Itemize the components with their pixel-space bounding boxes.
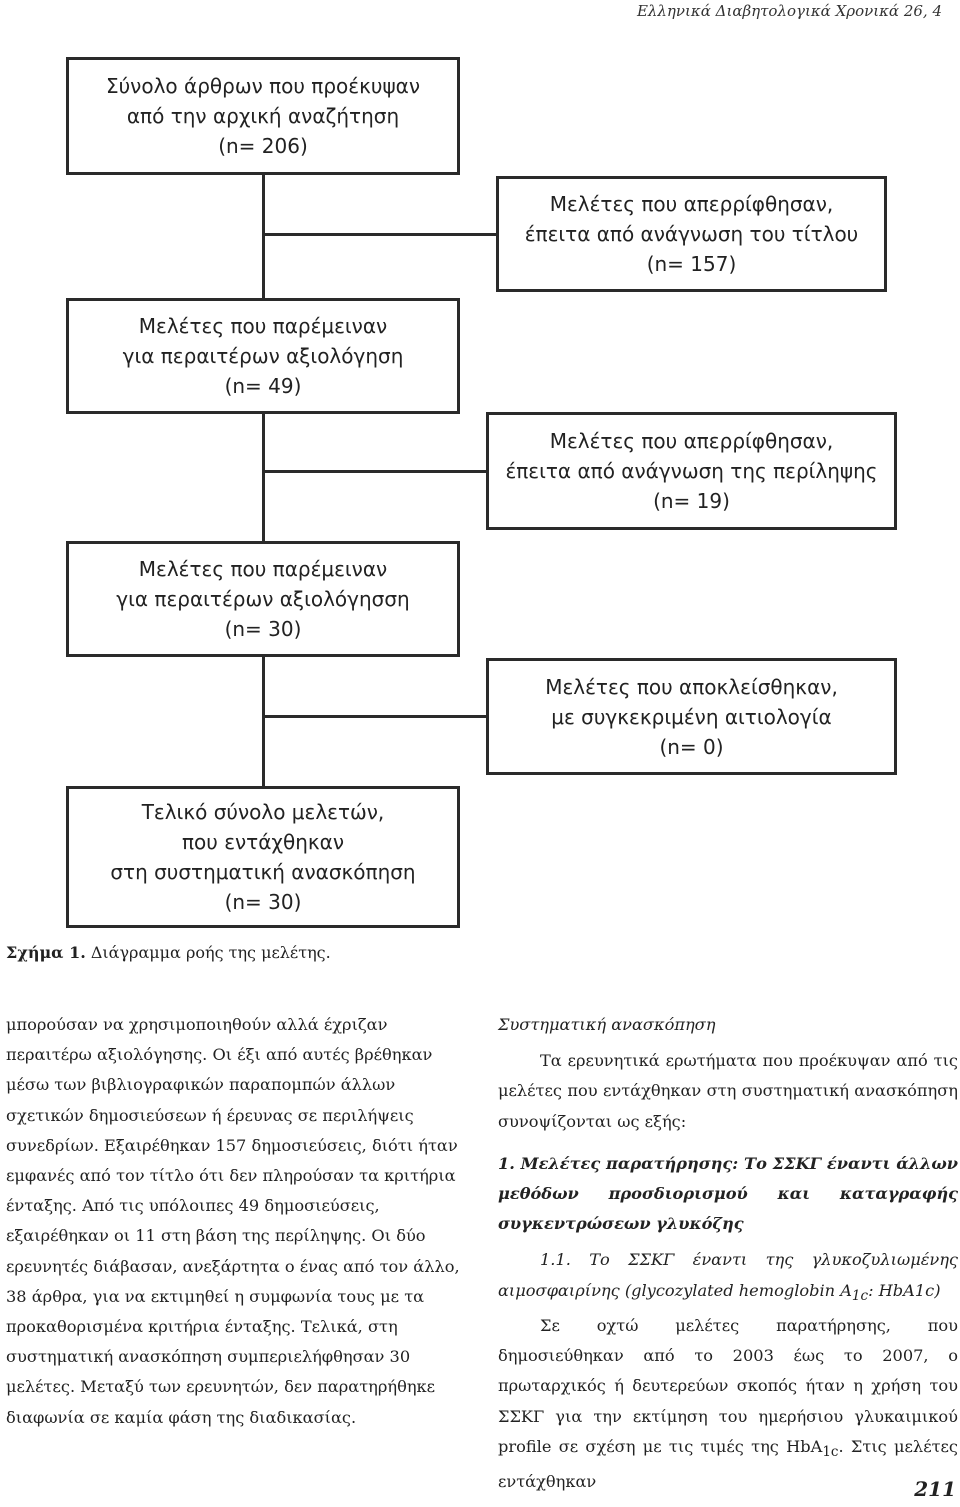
connector-2-branch	[262, 470, 486, 473]
page-number: 211	[914, 1477, 956, 1501]
box-remaining-49: Μελέτες που παρέμειναν για περαιτέρων αξ…	[66, 298, 460, 414]
box-line: Μελέτες που απερρίφθησαν,	[549, 429, 834, 453]
box-line: (n= 206)	[218, 134, 308, 158]
box-line: (n= 30)	[224, 617, 302, 641]
subheading-text-end: : HbA1c)	[868, 1280, 941, 1300]
box-final-total: Τελικό σύνολο μελετών, που εντάχθηκαν στ…	[66, 786, 460, 928]
box-line: Μελέτες που αποκλείσθηκαν,	[545, 674, 838, 699]
box-line: Μελέτες που παρέμειναν	[138, 557, 388, 581]
connector-3-branch	[262, 715, 486, 718]
caption-label: Σχήμα 1.	[6, 943, 86, 962]
box-remaining-30: Μελέτες που παρέμειναν για περαιτέρων αξ…	[66, 541, 460, 657]
paragraph-subscript: 1c	[822, 1444, 839, 1461]
paragraph-text-end: . Στις μελέτες εντάχθηκαν	[498, 1436, 958, 1492]
caption-text: Διάγραμμα ροής της μελέτης.	[85, 943, 331, 962]
box-line: Μελέτες που απερρίφθησαν,	[549, 192, 834, 216]
body-paragraph: μπορούσαν να χρησιμοποιηθούν αλλά έχριζα…	[6, 1015, 460, 1427]
connector-3	[262, 657, 265, 786]
paragraph-text: Σε οχτώ μελέτες παρατήρησης, που δημοσιε…	[498, 1316, 958, 1456]
connector-2	[262, 414, 265, 541]
box-line: (n= 49)	[224, 374, 302, 398]
box-line: (n= 157)	[646, 252, 737, 276]
left-column: μπορούσαν να χρησιμοποιηθούν αλλά έχριζα…	[6, 1010, 462, 1433]
box-excluded-reason: Μελέτες που αποκλείσθηκαν, με συγκεκριμέ…	[486, 658, 897, 775]
figure-caption: Σχήμα 1. Διάγραμμα ροής της μελέτης.	[6, 943, 331, 962]
box-line: έπειτα από ανάγνωση του τίτλου	[524, 222, 859, 246]
journal-header: Ελληνικά Διαβητολογικά Χρονικά 26, 4	[636, 2, 942, 20]
box-excluded-abstract: Μελέτες που απερρίφθησαν, έπειτα από ανά…	[486, 412, 897, 530]
connector-1-branch	[262, 233, 496, 236]
box-line: για περαιτέρων αξιολόγησση	[116, 587, 410, 611]
box-line: (n= 19)	[653, 489, 730, 513]
subheading-subscript: 1c	[851, 1287, 869, 1304]
right-column: Συστηματική ανασκόπηση Τα ερευνητικά ερω…	[498, 1010, 958, 1498]
subsection-heading: 1. Μελέτες παρατήρησης: Το ΣΣΚΓ έναντι ά…	[498, 1153, 958, 1234]
box-line: που εντάχθηκαν	[181, 830, 345, 854]
section-heading: Συστηματική ανασκόπηση	[498, 1015, 716, 1034]
box-line: έπειτα από ανάγνωση της περίληψης	[505, 459, 878, 483]
box-line: (n= 0)	[659, 734, 724, 759]
box-line: Σύνολο άρθρων που προέκυψαν	[105, 74, 421, 98]
box-line: από την αρχική αναζήτηση	[126, 104, 400, 128]
box-line: (n= 30)	[224, 890, 302, 914]
body-paragraph-right: Σε οχτώ μελέτες παρατήρησης, που δημοσιε…	[498, 1311, 958, 1497]
box-line: στη συστηματική ανασκόπηση	[110, 860, 416, 884]
box-line: Τελικό σύνολο μελετών,	[141, 800, 385, 824]
sub-subsection-heading: 1.1. Το ΣΣΚΓ έναντι της γλυκοζυλιωμένης …	[498, 1245, 958, 1311]
box-excluded-title: Μελέτες που απερρίφθησαν, έπειτα από ανά…	[496, 176, 887, 292]
box-line: Μελέτες που παρέμειναν	[138, 314, 388, 338]
connector-1	[262, 175, 265, 298]
box-initial-search: Σύνολο άρθρων που προέκυψαν από την αρχι…	[66, 57, 460, 175]
box-line: με συγκεκριμένη αιτιολογία	[551, 704, 832, 729]
box-line: για περαιτέρων αξιολόγηση	[122, 344, 404, 368]
intro-paragraph: Τα ερευνητικά ερωτήματα που προέκυψαν απ…	[498, 1051, 958, 1131]
subheading-text: 1.1. Το ΣΣΚΓ έναντι της γλυκοζυλιωμένης …	[498, 1250, 958, 1300]
